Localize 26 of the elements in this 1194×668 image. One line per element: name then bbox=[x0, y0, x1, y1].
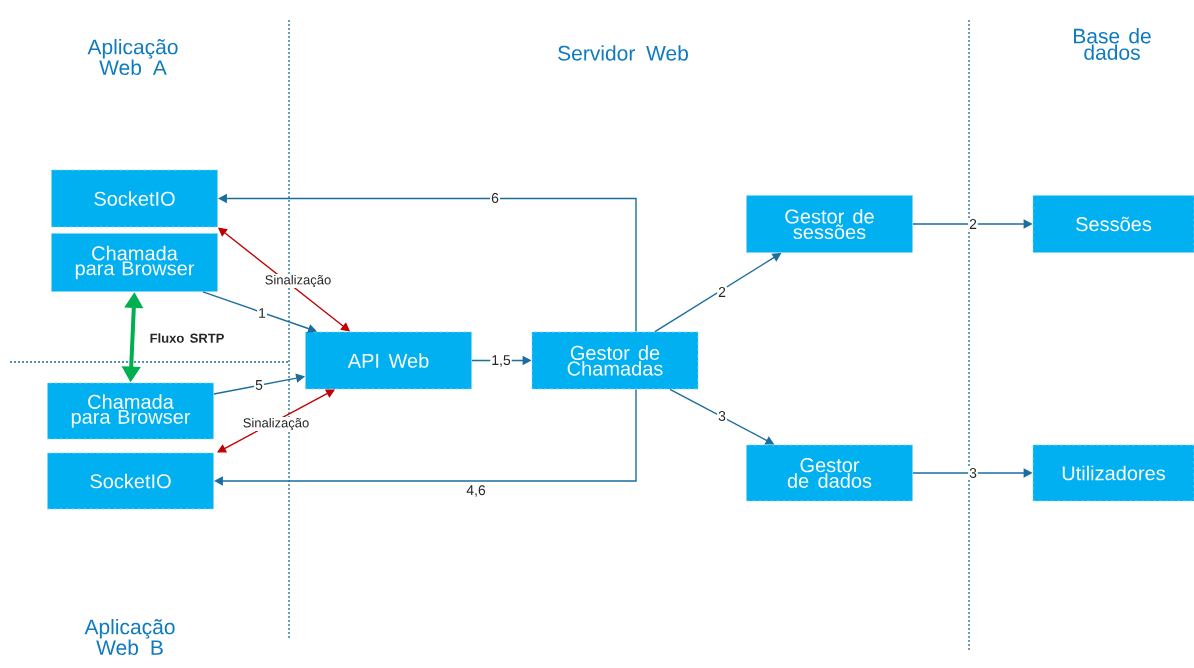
edge-label: Sinalização bbox=[263, 273, 333, 289]
edge-label: 1 bbox=[257, 307, 267, 319]
column-heading: Base de dados bbox=[1074, 28, 1151, 60]
process-box: Chamada para Browser bbox=[51, 233, 218, 292]
process-box: API Web bbox=[305, 331, 472, 390]
edge-label: 2 bbox=[968, 218, 978, 230]
edge-label: 4,6 bbox=[465, 484, 487, 498]
edge-label: 1,5 bbox=[490, 354, 512, 368]
process-box: Gestor de sessões bbox=[746, 195, 913, 253]
process-box: SocketIO bbox=[51, 169, 218, 228]
edge-label: 2 bbox=[717, 286, 727, 298]
column-heading: Aplicação Web A bbox=[87, 38, 178, 76]
edge-label: 3 bbox=[968, 467, 978, 479]
process-box: Gestor de dados bbox=[746, 444, 913, 502]
edge-label: Sinalização bbox=[241, 416, 311, 432]
column-heading: Aplicação Web B bbox=[84, 618, 175, 656]
process-box: Utilizadores bbox=[1032, 444, 1194, 502]
process-box: SocketIO bbox=[47, 452, 214, 510]
process-box: Sessões bbox=[1032, 195, 1194, 253]
process-box: Gestor de Chamadas bbox=[531, 331, 699, 390]
edge-label: Fluxo SRTP bbox=[150, 333, 224, 343]
process-box: Chamada para Browser bbox=[47, 382, 214, 440]
edge-label: 5 bbox=[254, 379, 264, 391]
column-heading: Servidor Web bbox=[558, 45, 688, 61]
edge-label: 6 bbox=[490, 192, 500, 204]
edge-label: 3 bbox=[717, 410, 727, 422]
